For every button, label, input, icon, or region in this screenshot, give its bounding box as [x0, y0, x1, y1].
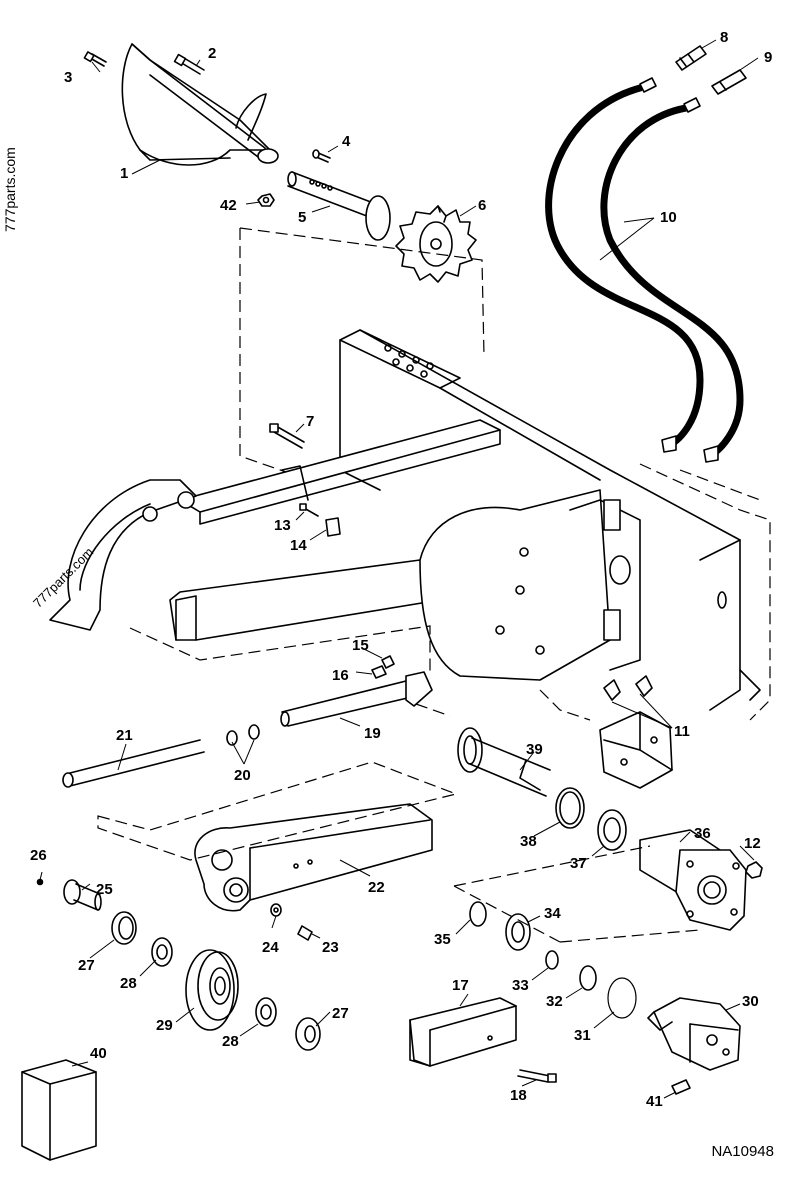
callout-3: 3	[64, 69, 72, 86]
callout-16: 16	[332, 667, 349, 684]
part-14-clip	[325, 517, 341, 537]
callout-28b: 28	[222, 1033, 239, 1050]
part-7-bolt	[269, 423, 305, 449]
leader-lines	[39, 39, 759, 1099]
callout-37: 37	[570, 855, 587, 872]
part-42-nut	[257, 193, 275, 207]
part-25-pin	[63, 879, 102, 911]
part-13-bolt	[299, 503, 319, 517]
part-15-fitting	[381, 655, 395, 669]
part-38-ring	[555, 787, 585, 829]
part-16-fitting	[371, 665, 387, 679]
callout-23: 23	[322, 939, 339, 956]
callout-18: 18	[510, 1087, 527, 1104]
part-20-orings	[226, 724, 260, 746]
callout-4: 4	[342, 133, 351, 150]
callout-2: 2	[208, 45, 216, 62]
part-32-snap-ring	[579, 965, 597, 991]
part-1-bucket	[121, 43, 279, 166]
part-9-fitting	[711, 69, 747, 95]
callout-20: 20	[234, 767, 251, 784]
callout-10: 10	[660, 209, 677, 226]
part-27-washer-b	[295, 1017, 321, 1051]
callout-5: 5	[298, 209, 306, 226]
callout-36: 36	[694, 825, 711, 842]
callout-28a: 28	[120, 975, 137, 992]
callout-8: 8	[720, 29, 728, 46]
main-frame-assembly	[49, 329, 761, 711]
callout-38: 38	[520, 833, 537, 850]
callout-7: 7	[306, 413, 314, 430]
part-39-shaft	[457, 727, 551, 797]
callout-27b: 27	[332, 1005, 349, 1022]
part-10-hoses	[545, 77, 744, 463]
part-5-shaft	[287, 171, 391, 241]
callout-31: 31	[574, 1027, 591, 1044]
callout-40: 40	[90, 1045, 107, 1062]
part-18-bolt	[517, 1069, 557, 1083]
part-6-sprocket	[395, 205, 477, 283]
part-19-tube	[280, 671, 433, 727]
callout-27a: 27	[78, 957, 95, 974]
callout-14: 14	[290, 537, 307, 554]
callout-1: 1	[120, 165, 128, 182]
part-24-washer	[270, 903, 282, 917]
drawing-code: NA10948	[711, 1143, 774, 1160]
part-28-bearing-a	[151, 937, 173, 967]
hydraulic-motor-upper	[599, 711, 673, 789]
part-33-ring	[545, 950, 559, 970]
part-27-washer-a	[111, 911, 137, 945]
part-41-bolt	[671, 1079, 691, 1095]
callout-19: 19	[364, 725, 381, 742]
callout-39: 39	[526, 741, 543, 758]
part-8-fitting	[675, 45, 707, 71]
callout-15: 15	[352, 637, 369, 654]
watermark-vertical: 777parts.com	[2, 147, 18, 232]
part-31-oring	[607, 977, 637, 1019]
callout-41: 41	[646, 1093, 663, 1110]
callout-9: 9	[764, 49, 772, 66]
callout-22: 22	[368, 879, 385, 896]
part-29-wheel	[185, 949, 239, 1031]
callout-29: 29	[156, 1017, 173, 1034]
part-37-bearing	[597, 809, 627, 851]
part-40-kit-box	[21, 1059, 97, 1161]
callout-6: 6	[478, 197, 486, 214]
callout-35: 35	[434, 931, 451, 948]
part-17-channel	[409, 997, 517, 1067]
dashed-group-outlines	[97, 227, 771, 943]
part-4-pin	[312, 149, 331, 163]
part-23-bolt	[297, 925, 313, 941]
part-35-ring	[469, 901, 487, 927]
part-30-motor	[647, 997, 741, 1071]
part-11-fittings	[603, 675, 653, 701]
callout-12: 12	[744, 835, 761, 852]
part-22-arm	[194, 803, 433, 912]
callout-21: 21	[116, 727, 133, 744]
callout-24: 24	[262, 939, 279, 956]
callout-11: 11	[674, 723, 690, 740]
part-36-housing	[639, 829, 747, 931]
part-21-rod	[62, 739, 205, 788]
callout-26: 26	[30, 847, 47, 864]
part-26-fitting	[36, 878, 44, 886]
callout-25: 25	[96, 881, 113, 898]
part-2-bolt	[173, 53, 205, 75]
callout-17: 17	[452, 977, 469, 994]
callout-30: 30	[742, 993, 759, 1010]
callout-34: 34	[544, 905, 561, 922]
callout-32: 32	[546, 993, 563, 1010]
callout-13: 13	[274, 517, 291, 534]
part-28-bearing-b	[255, 997, 277, 1027]
callout-33: 33	[512, 977, 529, 994]
part-12-nut	[745, 861, 763, 879]
callout-labels: 1 2 3 4 5 6 7 8 9 10 11 12 13 14 15 16 1…	[30, 29, 772, 1110]
part-3-bolt	[83, 51, 107, 67]
callout-42: 42	[220, 197, 237, 214]
